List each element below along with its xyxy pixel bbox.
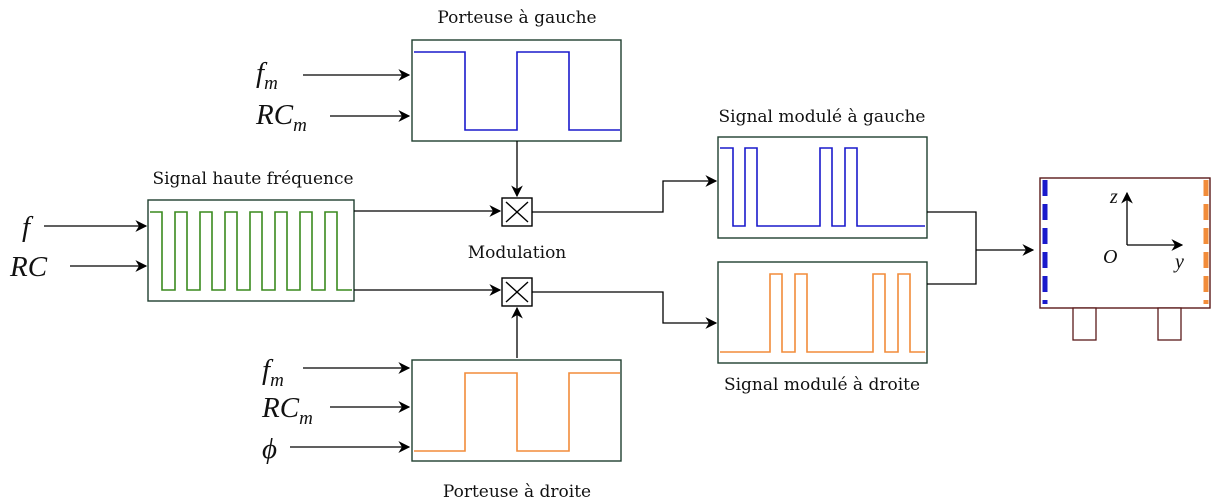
- modulated-right-title: Signal modulé à droite: [724, 375, 920, 395]
- arrow-mult-to-modulated-right: [532, 291, 718, 329]
- axis-z-label: z: [1109, 186, 1118, 208]
- target-leg-right: [1157, 307, 1182, 341]
- arrow-mult-to-modulated-left: [532, 175, 718, 213]
- hf-signal-title: Signal haute fréquence: [152, 169, 353, 189]
- input-f: f: [22, 211, 34, 243]
- input-fm-top: fm: [256, 57, 278, 94]
- hf-signal-box: [147, 199, 355, 302]
- line-modulated-left-merge: [927, 211, 977, 250]
- target-body: [1039, 177, 1211, 309]
- carrier-left-title: Porteuse à gauche: [437, 8, 596, 28]
- carrier-left-waveform: [414, 51, 620, 131]
- modulated-left-waveform: [720, 147, 925, 227]
- hf-signal-waveform: [150, 211, 352, 291]
- modulated-right-waveform: [720, 273, 925, 353]
- target-device: z O y: [1039, 177, 1211, 341]
- axis-origin-label: O: [1103, 246, 1117, 268]
- line-modulated-right-merge: [927, 250, 977, 285]
- carrier-right-title: Porteuse à droite: [443, 482, 591, 502]
- multiplier-top: [501, 197, 533, 227]
- input-rcm-top: RCm: [255, 99, 307, 136]
- input-rc: RC: [9, 251, 48, 283]
- multiplier-bottom: [501, 277, 533, 307]
- modulated-right-box: [717, 261, 928, 364]
- modulated-left-box: [717, 136, 928, 239]
- modulation-label: Modulation: [468, 243, 567, 263]
- input-rcm-bottom: RCm: [261, 392, 313, 429]
- input-fm-bottom: fm: [262, 354, 284, 391]
- target-leg-left: [1072, 307, 1097, 341]
- modulated-left-title: Signal modulé à gauche: [718, 107, 925, 127]
- carrier-right-waveform: [414, 372, 620, 452]
- input-phi: ϕ: [262, 433, 277, 465]
- axis-y-label: y: [1173, 251, 1184, 273]
